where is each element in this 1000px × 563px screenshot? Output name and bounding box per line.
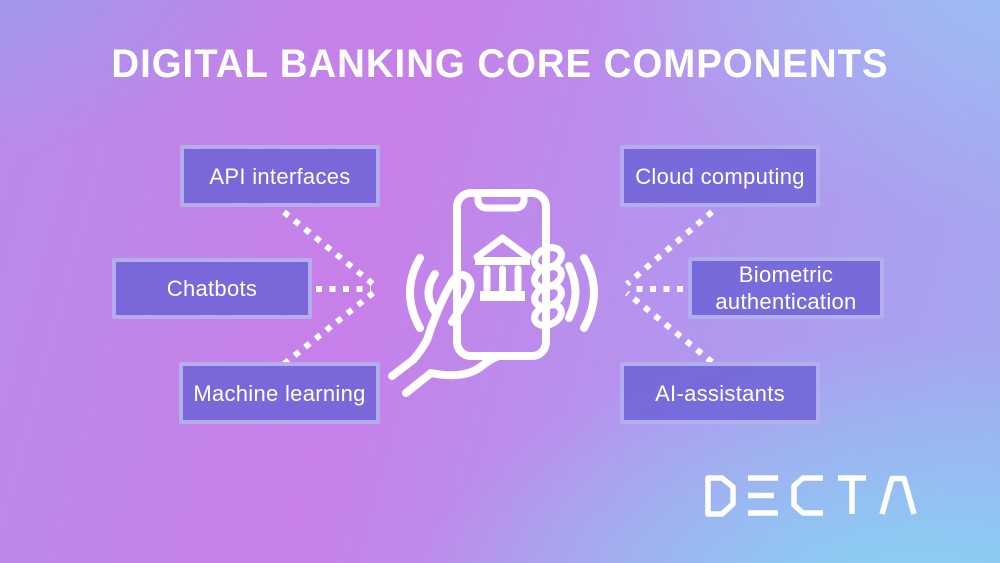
- component-box-api-interfaces: API interfaces: [180, 145, 380, 207]
- bank-icon: [473, 234, 532, 301]
- component-label: Biometric authentication: [715, 262, 857, 314]
- component-box-biometric-authentication: Biometric authentication: [688, 257, 884, 319]
- component-box-chatbots: Chatbots: [112, 258, 312, 319]
- component-label: Chatbots: [166, 276, 258, 301]
- fingers-icon: [531, 244, 565, 329]
- hand-holding-smartphone-with-bank-icon: [388, 189, 598, 397]
- component-box-ai-assistants: AI-assistants: [620, 362, 820, 424]
- component-label: AI-assistants: [655, 380, 785, 406]
- page-title: DIGITAL BANKING CORE COMPONENTS: [111, 42, 889, 86]
- component-label: Cloud computing: [635, 163, 805, 189]
- component-label: Machine learning: [193, 380, 366, 406]
- component-box-cloud-computing: Cloud computing: [620, 145, 820, 207]
- hand-icon: [388, 270, 503, 397]
- signal-waves-icon: [406, 254, 598, 332]
- component-box-machine-learning: Machine learning: [179, 362, 380, 424]
- decta-logo-icon: [705, 475, 917, 517]
- decta-logo: DECTA: [704, 474, 920, 523]
- component-label: API interfaces: [209, 163, 351, 189]
